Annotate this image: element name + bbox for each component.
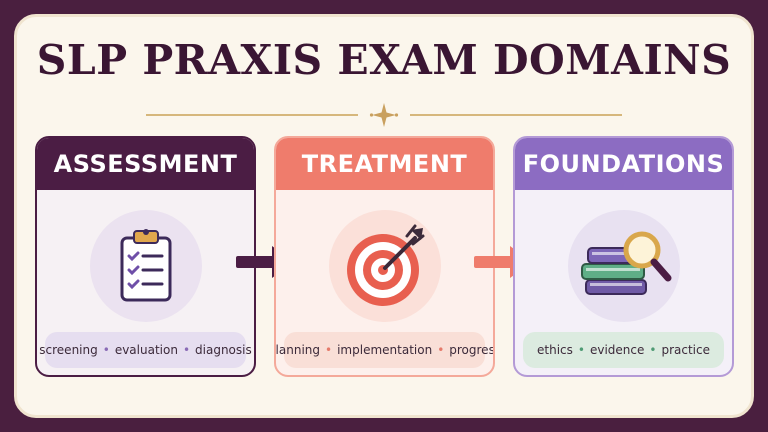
foundations-card: FOUNDATIONS ethics • evidence • practice bbox=[513, 136, 734, 377]
separator-dot: • bbox=[325, 343, 333, 357]
keyword: evidence bbox=[589, 343, 645, 357]
keyword: progress bbox=[449, 343, 495, 357]
keyword: ethics bbox=[537, 343, 573, 357]
keyword: implementation bbox=[337, 343, 433, 357]
foundations-heading: FOUNDATIONS bbox=[515, 138, 732, 190]
treatment-card: TREATMENT planning • implementation • pr… bbox=[274, 136, 495, 377]
page-title: SLP PRAXIS EXAM DOMAINS bbox=[36, 36, 732, 84]
title-divider-left bbox=[146, 114, 358, 116]
title-divider-right bbox=[410, 114, 622, 116]
treatment-keywords: planning • implementation • progress bbox=[276, 332, 493, 368]
keyword: practice bbox=[661, 343, 710, 357]
clipboard-checklist-icon bbox=[120, 229, 171, 302]
foundations-icon-circle bbox=[567, 210, 680, 322]
target-arrow-icon bbox=[346, 224, 424, 306]
assessment-card: ASSESSMENT screening • evaluation • diag… bbox=[35, 136, 256, 377]
keyword: evaluation bbox=[114, 343, 178, 357]
separator-dot: • bbox=[182, 343, 191, 357]
books-magnifier-icon bbox=[580, 231, 671, 295]
assessment-heading: ASSESSMENT bbox=[37, 138, 254, 190]
separator-dot: • bbox=[437, 343, 445, 357]
keyword: screening bbox=[39, 343, 98, 357]
assessment-keywords: screening • evaluation • diagnosis bbox=[39, 332, 252, 368]
separator-dot: • bbox=[577, 343, 585, 357]
separator-dot: • bbox=[102, 343, 110, 357]
treatment-icon-circle bbox=[328, 210, 441, 322]
keyword: diagnosis bbox=[195, 343, 252, 357]
keyword: planning bbox=[275, 343, 321, 357]
assessment-icon-circle bbox=[89, 210, 202, 322]
treatment-heading: TREATMENT bbox=[276, 138, 493, 190]
separator-dot: • bbox=[649, 343, 657, 357]
sparkle-icon bbox=[369, 103, 399, 127]
foundations-keywords: ethics • evidence • practice bbox=[523, 332, 724, 368]
